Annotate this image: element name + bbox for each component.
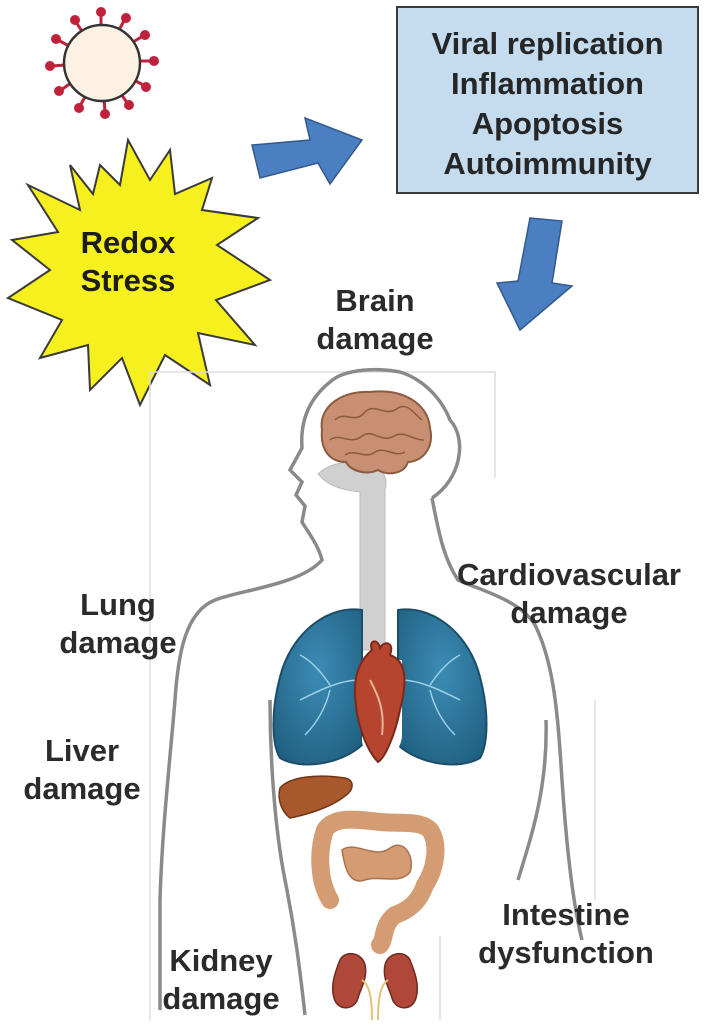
arrow-down	[495, 217, 574, 332]
lungs-icon	[272, 608, 488, 766]
mechanism-inflammation: Inflammation	[451, 66, 644, 101]
kidney-damage-label: Kidney damage	[162, 943, 280, 1016]
mechanism-apoptosis: Apoptosis	[471, 106, 624, 141]
intestine-icon	[311, 810, 445, 954]
mechanism-viral-replication: Viral replication	[431, 26, 664, 61]
redox-stress-label: Redox Stress	[80, 225, 176, 298]
kidneys-icon	[331, 953, 419, 1021]
virus-icon	[45, 7, 159, 119]
body-outline	[158, 367, 584, 1016]
mechanism-autoimmunity: Autoimmunity	[443, 146, 652, 181]
brain-damage-label: Brain damage	[316, 283, 434, 356]
intestine-dysfunction-label: Intestine dysfunction	[478, 897, 654, 970]
heart-icon	[353, 640, 406, 766]
cardiovascular-damage-label: Cardiovascular damage	[457, 557, 681, 630]
liver-icon	[278, 775, 353, 819]
lung-damage-label: Lung damage	[59, 587, 177, 660]
mechanisms-box: Viral replication Inflammation Apoptosis…	[396, 6, 699, 194]
figure-frame-lines	[149, 371, 596, 1020]
arrow-right	[251, 116, 364, 186]
liver-damage-label: Liver damage	[23, 733, 141, 806]
brain-icon	[320, 390, 432, 475]
redox-stress-starburst	[5, 137, 273, 408]
